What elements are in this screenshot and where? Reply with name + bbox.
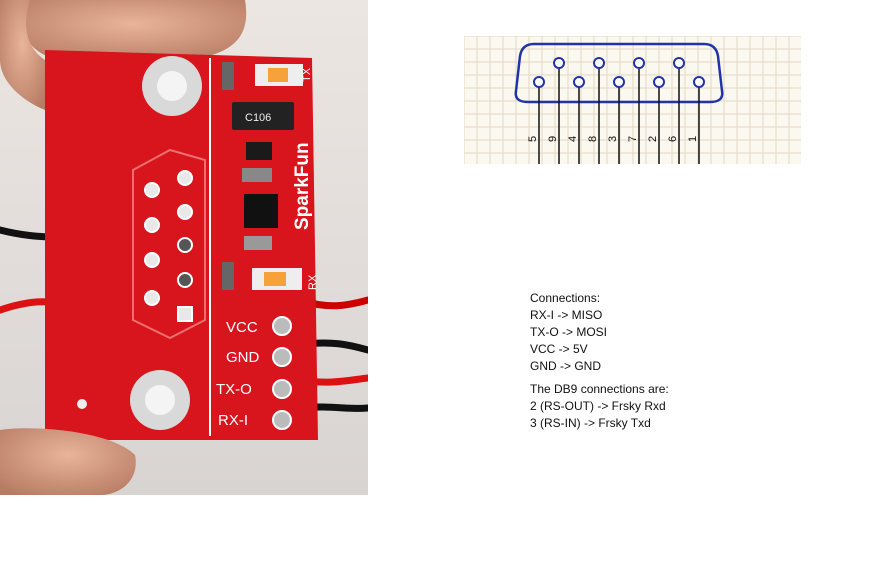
db9-pin-label: 8 [587,136,599,142]
header-pads [144,170,193,322]
db9-line: 2 (RS-OUT) -> Frsky Rxd [530,399,666,413]
tx-label: TX [301,67,313,82]
note-line: GND -> GND [530,359,602,373]
db9-pin [593,57,605,69]
pin-label-rx: RX-I [218,412,248,429]
db9-pin-label: 7 [627,136,639,142]
db9-pin [653,76,665,88]
db9-pin-label: 2 [647,136,659,142]
pin-label-gnd: GND [226,349,260,366]
db9-pin [693,76,705,88]
db9-pin-label: 9 [547,136,559,142]
db9-heading: The DB9 connections are: [530,382,669,396]
db9-pin [673,57,685,69]
chip-label: C106 [245,112,271,124]
db9-shell [514,42,724,104]
db9-pin [553,57,565,69]
thumb-top [19,0,247,60]
db9-pin [573,76,585,88]
db9-pin-label: 6 [667,136,679,142]
db9-pin-label: 1 [687,136,699,142]
db9-pin-label: 3 [607,136,619,142]
note-line: VCC -> 5V [530,342,588,356]
pin-label-vcc: VCC [226,319,258,336]
db9-pin [633,57,645,69]
pin-label-tx: TX-O [216,381,252,398]
notes-heading: Connections: [530,291,601,305]
brand-label: SparkFun [292,142,313,230]
note-line: TX-O -> MOSI [530,325,608,339]
rx-label: RX [307,274,319,290]
board-photo: TX C106 SparkFun RX VCC GND TX-O RX-I [0,0,368,495]
db9-pin-label: 5 [527,136,539,142]
pin-pads [272,316,292,430]
db9-pin-label: 4 [567,136,579,142]
db9-schematic: 5 9 4 8 3 7 2 6 1 [464,36,801,164]
db9-pin [613,76,625,88]
note-line: RX-I -> MISO [530,308,603,322]
connection-notes: Connections: RX-I -> MISO TX-O -> MOSI V… [530,290,700,432]
db9-line: 3 (RS-IN) -> Frsky Txd [530,416,651,430]
db9-pin [533,76,545,88]
finger-bottom [0,428,136,495]
